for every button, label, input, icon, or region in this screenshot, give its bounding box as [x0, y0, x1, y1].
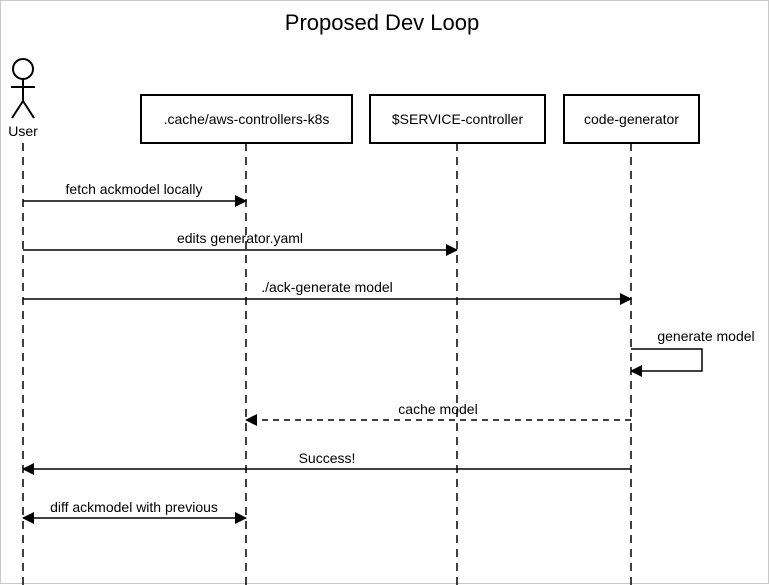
- user-actor-icon: [11, 58, 35, 119]
- participant-service: $SERVICE-controller: [369, 94, 546, 144]
- participant-cache-label: .cache/aws-controllers-k8s: [164, 111, 330, 127]
- message-label-success: Success!: [299, 450, 356, 466]
- participant-codegen: code-generator: [563, 94, 700, 144]
- participant-cache: .cache/aws-controllers-k8s: [140, 94, 353, 144]
- message-label-cache-model: cache model: [398, 401, 477, 417]
- diagram-title: Proposed Dev Loop: [285, 10, 479, 35]
- participant-service-label: $SERVICE-controller: [392, 111, 524, 127]
- message-label-fetch: fetch ackmodel locally: [66, 181, 203, 197]
- message-label-ack-generate: ./ack-generate model: [261, 279, 393, 295]
- message-label-generate-model: generate model: [657, 328, 754, 344]
- message-arrow-generate-model: [630, 348, 703, 377]
- message-label-edits: edits generator.yaml: [177, 230, 303, 246]
- message-label-diff: diff ackmodel with previous: [50, 499, 218, 515]
- actor-label: User: [8, 123, 38, 139]
- participant-codegen-label: code-generator: [584, 111, 679, 127]
